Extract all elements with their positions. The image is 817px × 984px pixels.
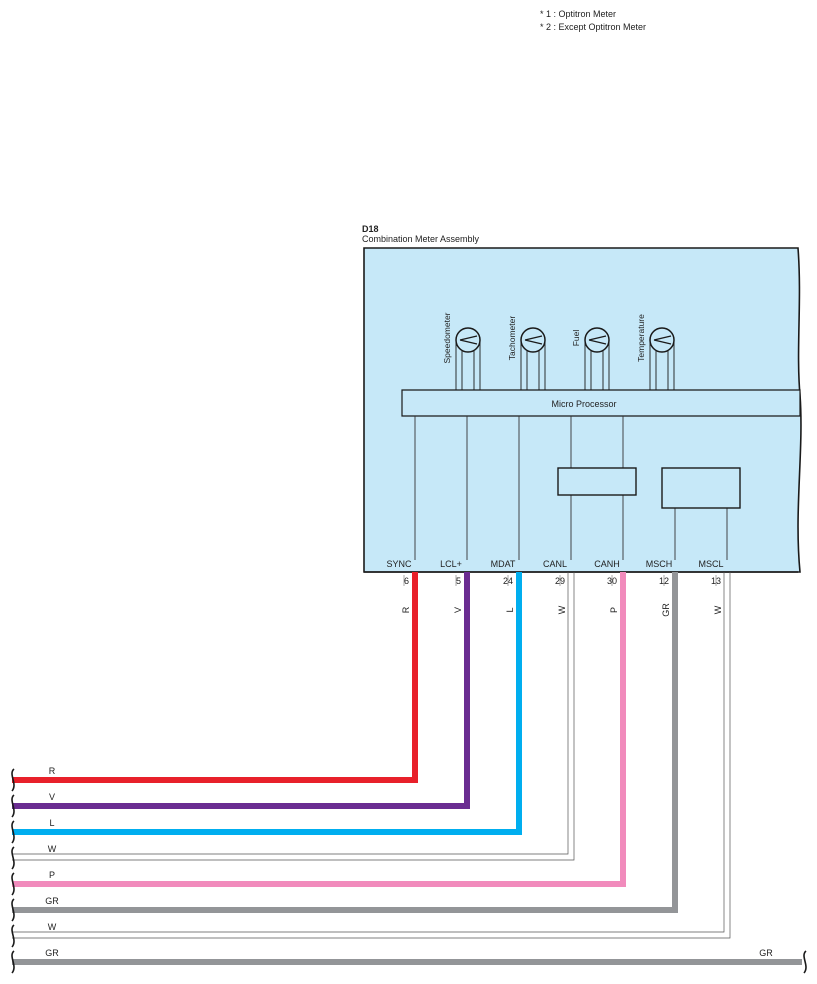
pin-wire-color: GR [661, 603, 671, 617]
left-wire-label: R [49, 766, 56, 776]
component-id: D18 [362, 224, 379, 234]
pin-name: CANL [543, 559, 567, 569]
gauge-label: Tachometer [507, 316, 517, 361]
wire-canl [12, 572, 575, 861]
gauge-label: Speedometer [442, 312, 452, 363]
left-wire-label: L [49, 818, 54, 828]
pin-name: MSCH [646, 559, 673, 569]
wire-msch [12, 572, 678, 913]
pin-wire-color: W [713, 605, 723, 614]
pin-number: 5 [456, 576, 461, 586]
gauge-label: Fuel [571, 330, 581, 347]
gauge-label: Temperature [636, 314, 646, 362]
left-wire-labels: R V L W P GR W GR [45, 766, 59, 958]
pin-lclplus: LCL+ 5V [440, 559, 463, 613]
left-wire-label: GR [45, 896, 59, 906]
pin-number: 6 [404, 576, 409, 586]
gauge-speedometer: Speedometer [442, 312, 481, 390]
wires-group [12, 572, 802, 965]
pin-name: MSCL [698, 559, 723, 569]
wire-sync [12, 572, 418, 783]
break-mark [11, 846, 15, 870]
pin-name: MDAT [491, 559, 516, 569]
break-mark [11, 950, 15, 974]
pin-name: CANH [594, 559, 620, 569]
gauge-icon [649, 327, 675, 353]
break-marks [11, 768, 807, 974]
gauge-fuel: Fuel [571, 327, 610, 390]
pin-name: LCL+ [440, 559, 462, 569]
left-wire-label: GR [45, 948, 59, 958]
break-mark [11, 794, 15, 818]
pin-wire-color: P [609, 607, 619, 613]
pin-name: SYNC [386, 559, 412, 569]
micro-processor-label: Micro Processor [551, 399, 616, 409]
left-wire-label: W [48, 844, 57, 854]
gauges-group: Speedometer Tachometer Fuel Temperature [442, 312, 675, 390]
break-mark [11, 924, 15, 948]
break-mark [11, 872, 15, 896]
pin-wire-color: R [401, 606, 411, 613]
pin-sync: SYNC 6R [386, 559, 412, 613]
break-mark [11, 768, 15, 792]
micro-processor-block [401, 389, 801, 417]
bottom-right-wire-label: GR [759, 948, 773, 958]
wire-lclplus [12, 572, 470, 809]
note-1: * 1 : Optitron Meter [540, 9, 616, 19]
gauge-icon [584, 327, 610, 353]
component-name: Combination Meter Assembly [362, 234, 480, 244]
wire-canh [12, 572, 626, 887]
left-wire-label: W [48, 922, 57, 932]
ms-transceiver-box [661, 467, 741, 509]
wire-mscl [12, 572, 731, 939]
break-mark [11, 898, 15, 922]
can-transceiver-box [557, 467, 637, 496]
left-wire-label: V [49, 792, 55, 802]
break-mark [803, 950, 807, 974]
gauge-temperature: Temperature [636, 314, 675, 390]
gauge-tachometer: Tachometer [507, 316, 546, 390]
wire-mdat [12, 572, 522, 835]
pin-wire-color: L [505, 607, 515, 612]
gauge-icon [520, 327, 546, 353]
pin-wire-color: V [453, 607, 463, 613]
note-2: * 2 : Except Optitron Meter [540, 22, 646, 32]
gauge-icon [455, 327, 481, 353]
internal-lines [414, 416, 728, 560]
break-mark [11, 820, 15, 844]
left-wire-label: P [49, 870, 55, 880]
pin-wire-color: W [557, 605, 567, 614]
